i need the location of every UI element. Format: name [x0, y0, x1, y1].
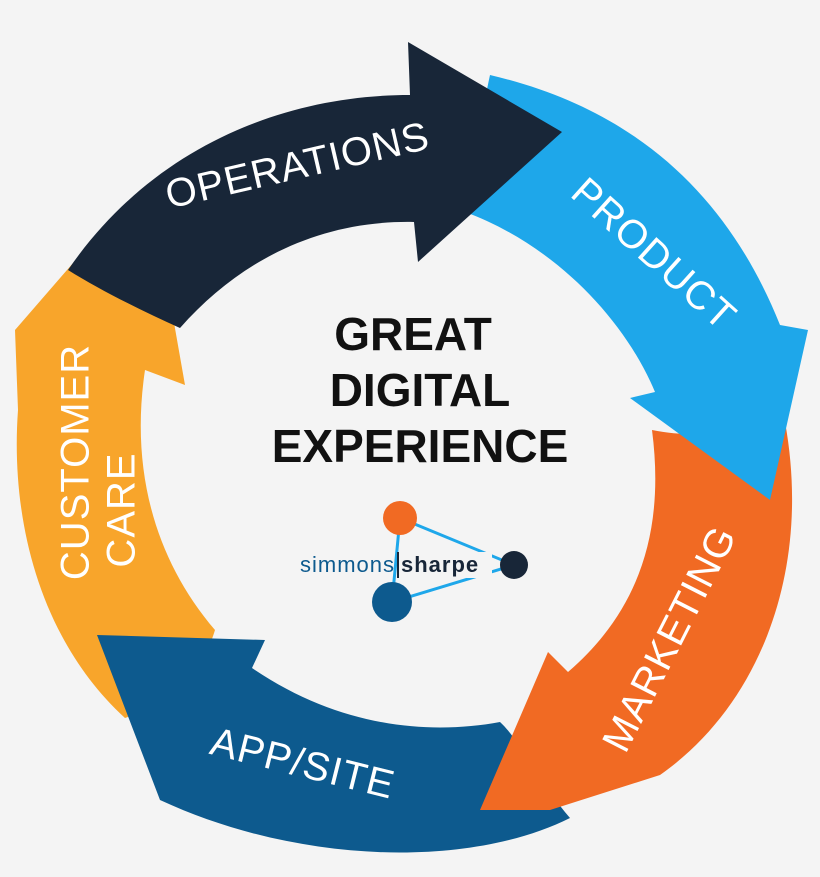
- logo-triangle-icon: [390, 515, 519, 605]
- arrow-customer-care: [15, 215, 215, 718]
- logo-dot-navy-icon: [500, 551, 528, 579]
- arrow-operations: [68, 42, 562, 328]
- center-title-line-1: GREAT: [334, 308, 492, 360]
- customer-label: CUSTOMER: [54, 344, 98, 580]
- arrow-marketing: [480, 422, 793, 810]
- logo-word-backdrop: [398, 552, 492, 578]
- logo-dot-orange-icon: [383, 501, 417, 535]
- center-title-line-3: EXPERIENCE: [272, 420, 569, 472]
- logo-word-simmons: simmons: [300, 552, 395, 577]
- logo-word-sharpe: sharpe: [401, 552, 479, 577]
- arrow-app-site: [97, 635, 570, 853]
- arrow-product: [465, 75, 808, 500]
- simmons-sharpe-logo: simmons sharpe: [300, 501, 528, 622]
- logo-dot-blue-icon: [372, 582, 412, 622]
- care-label: CARE: [100, 452, 144, 567]
- center-title-line-2: DIGITAL: [330, 364, 511, 416]
